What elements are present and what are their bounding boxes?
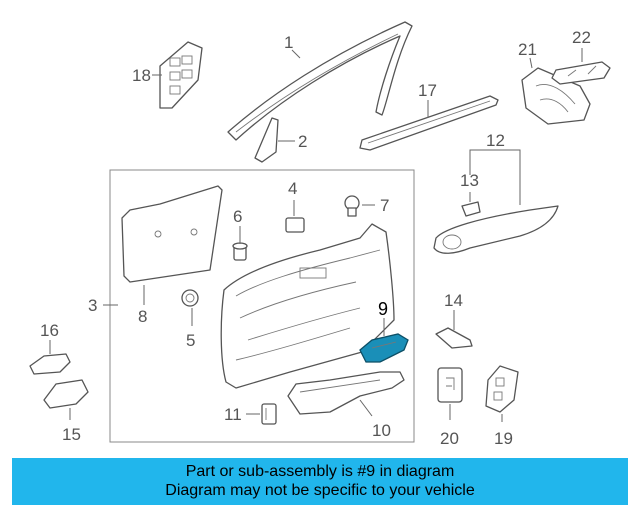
part-7-pushpin	[344, 195, 360, 217]
part-12-upper-trim	[433, 205, 559, 254]
part-1-window-trim	[227, 21, 413, 141]
info-banner: Part or sub-assembly is #9 in diagram Di…	[12, 458, 628, 505]
part-6-fastener	[232, 242, 248, 261]
part-9-handle-body	[359, 333, 409, 363]
callout-9: 9	[378, 299, 388, 319]
callout-11: 11	[224, 405, 242, 424]
callout-18: 18	[132, 66, 151, 85]
parts-diagram: 1 2 17 18 21 22 12 1	[29, 21, 611, 448]
part-4-clip	[285, 217, 305, 233]
part-10-armrest	[287, 371, 405, 415]
callout-15: 15	[62, 425, 81, 444]
callout-2: 2	[298, 132, 307, 151]
part-9-door-handle-highlighted	[359, 333, 409, 363]
banner-line-2: Diagram may not be specific to your vehi…	[165, 482, 475, 499]
part-22-switch-cap	[551, 61, 611, 85]
door-assembly-frame	[109, 169, 415, 443]
callout-19: 19	[494, 429, 513, 448]
callout-4: 4	[288, 179, 297, 198]
part-20-switch	[437, 367, 463, 403]
part-21-seat-switch	[521, 67, 591, 125]
callout-1: 1	[284, 33, 293, 52]
part-18-window-switch	[159, 41, 203, 109]
callout-20: 20	[440, 429, 459, 448]
callout-13: 13	[460, 171, 479, 190]
part-16-bracket	[29, 353, 71, 375]
callout-21: 21	[518, 40, 537, 59]
part-2-corner-trim	[254, 117, 279, 163]
part-15-bracket	[43, 379, 89, 409]
part-11-clip	[261, 403, 277, 425]
part-8-water-shield	[121, 185, 223, 283]
part-13-clip	[461, 201, 481, 217]
callout-3: 3	[88, 296, 97, 315]
callout-5: 5	[186, 331, 195, 350]
callout-6: 6	[233, 207, 242, 226]
banner-line-1: Part or sub-assembly is #9 in diagram	[185, 463, 455, 480]
callout-10: 10	[372, 421, 391, 440]
callout-7: 7	[380, 196, 389, 215]
part-14-trim-piece	[435, 327, 473, 349]
callout-12: 12	[486, 131, 505, 150]
part-5-grommet	[181, 289, 199, 307]
part-3-door-trim-panel	[220, 223, 395, 389]
callout-8: 8	[138, 307, 147, 326]
part-17-belt-molding	[359, 95, 499, 151]
callout-16: 16	[40, 321, 59, 340]
part-19-switch-panel	[485, 365, 519, 413]
callout-14: 14	[444, 291, 463, 310]
callout-22: 22	[572, 28, 591, 47]
callout-17: 17	[418, 81, 437, 100]
